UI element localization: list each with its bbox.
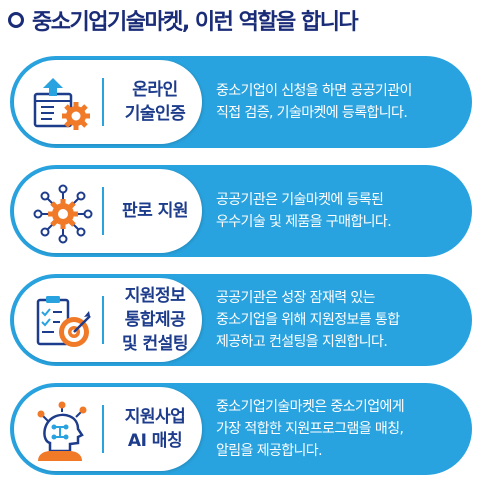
row-label-line: 지원사업 [124,407,186,427]
row-label-line: 판로 지원 [122,201,188,221]
row-description: 중소기업이 신청을 하면 공공기관이 직접 검증, 기술마켓에 등록합니다. [216,56,456,148]
clipboard-target-icon [36,296,91,347]
row-label-pill: 지원정보 통합제공 및 컨설팅 [14,278,202,362]
role-row-info-consulting: 지원정보 통합제공 및 컨설팅 공공기관은 성장 잠재력 있는 중소기업을 위해… [10,274,472,366]
pill-divider [102,296,104,344]
row-description: 중소기업기술마켓은 중소기업에게 가장 적합한 지원프로그램을 매칭, 알림을 … [216,383,456,475]
role-row-tech-certification: 온라인 기술인증 중소기업이 신청을 하면 공공기관이 직접 검증, 기술마켓에… [10,56,472,148]
certificate-gear-icon [33,78,90,130]
ai-head-icon [37,401,87,461]
row-label-line: 온라인 [132,80,178,100]
role-row-ai-matching: 지원사업 AI 매칭 중소기업기술마켓은 중소기업에게 가장 적합한 지원프로그… [10,383,472,475]
row-description: 공공기관은 기술마켓에 등록된 우수기술 및 제품을 구매합니다. [216,165,456,257]
row-description-line: 직접 검증, 기술마켓에 등록합니다. [216,105,408,121]
row-label-line: 지원정보 [124,286,186,306]
row-label-line: 통합제공 [124,310,186,330]
row-description-line: 공공기관은 성장 잠재력 있는 [216,290,376,306]
row-label-pill: 판로 지원 [14,169,202,253]
row-label-pill: 온라인 기술인증 [14,60,202,144]
row-description-line: 공공기관은 기술마켓에 등록된 [216,192,384,208]
pill-divider [102,405,104,453]
pill-divider [102,187,104,235]
page-title: 중소기업기술마켓, 이런 역할을 합니다 [8,4,359,36]
row-description-line: 중소기업을 위해 지원정보를 통합 [216,312,400,328]
row-label: 지원사업 AI 매칭 [108,387,202,471]
row-label: 온라인 기술인증 [108,60,202,144]
gear-network-icon [33,184,93,244]
row-description-line: 중소기업이 신청을 하면 공공기관이 [216,83,412,99]
row-label-pill: 지원사업 AI 매칭 [14,387,202,471]
page-title-text: 중소기업기술마켓, 이런 역할을 합니다 [32,10,359,35]
role-row-sales-support: 판로 지원 공공기관은 기술마켓에 등록된 우수기술 및 제품을 구매합니다. [10,165,472,257]
row-label-line: 및 컨설팅 [122,334,188,354]
row-description-line: 제공하고 컨설팅을 지원합니다. [216,334,388,350]
row-label-line: 기술인증 [124,104,186,124]
row-label-line: AI 매칭 [127,431,183,451]
row-description-line: 가장 적합한 지원프로그램을 매칭, [216,421,404,437]
ring-bullet-icon [8,12,24,28]
pill-divider [102,78,104,126]
row-description: 공공기관은 성장 잠재력 있는 중소기업을 위해 지원정보를 통합 제공하고 컨… [216,274,456,366]
row-description-line: 우수기술 및 제품을 구매합니다. [216,214,392,230]
row-description-line: 알림을 제공합니다. [216,443,323,459]
row-label: 판로 지원 [108,169,202,253]
row-label: 지원정보 통합제공 및 컨설팅 [108,278,202,362]
row-description-line: 중소기업기술마켓은 중소기업에게 [216,399,405,415]
